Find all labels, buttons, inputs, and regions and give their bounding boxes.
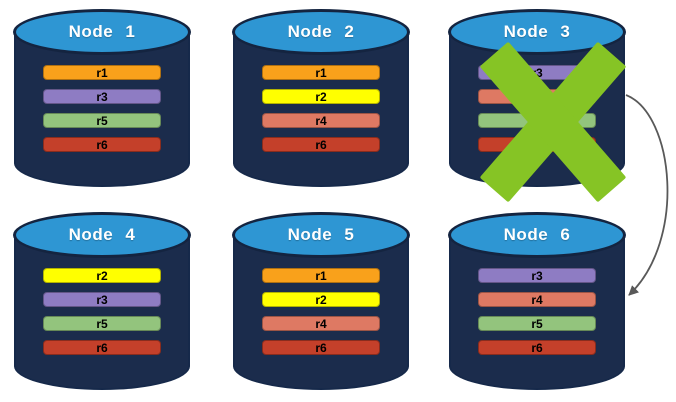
node-3-cylinder-top: Node 3	[448, 9, 626, 55]
replica-label: r6	[315, 340, 327, 355]
replica-bar-r2: r2	[262, 292, 380, 307]
replica-bar-r5: r5	[43, 316, 161, 331]
node-4-title: Node 4	[68, 225, 136, 244]
replica-bar-r5: r5	[478, 316, 596, 331]
node-3-title: Node 3	[503, 22, 571, 41]
failover-arrow-path	[625, 94, 669, 296]
node-1-cylinder-top: Node 1	[13, 9, 191, 55]
replica-bar-r3: r3	[478, 65, 596, 80]
replica-label: r3	[96, 292, 108, 307]
replica-label: r6	[531, 340, 543, 355]
replica-label: r4	[315, 113, 327, 128]
replica-bar-r5: r5	[43, 113, 161, 128]
replica-label: r6	[96, 340, 108, 355]
node-4-cylinder-top: Node 4	[13, 212, 191, 258]
node-2-title: Node 2	[287, 22, 355, 41]
replica-label: r5	[96, 316, 108, 331]
replica-bar-r1: r1	[262, 268, 380, 283]
node-2-cylinder-top: Node 2	[232, 9, 410, 55]
node-2-cylinder: Node 2 r1 r2 r4 r6	[232, 9, 410, 189]
replica-bar-r3: r3	[478, 268, 596, 283]
replica-label: r1	[96, 65, 108, 80]
node-5-replica-list: r1 r2 r4 r6	[262, 268, 380, 364]
replica-bar-r4: r4	[478, 89, 596, 104]
replica-bar-r3: r3	[43, 292, 161, 307]
replica-bar-r5: r5	[478, 113, 596, 128]
node-3-replica-list: r3 r4 r5 r6	[478, 65, 596, 161]
replica-label: r6	[315, 137, 327, 152]
replica-bar-r2: r2	[262, 89, 380, 104]
replica-label: r3	[531, 268, 543, 283]
node-4-replica-list: r2 r3 r5 r6	[43, 268, 161, 364]
node-4-cylinder-body	[14, 235, 190, 390]
replica-label: r1	[315, 65, 327, 80]
node-1-replica-list: r1 r3 r5 r6	[43, 65, 161, 161]
replica-label: r3	[531, 65, 543, 80]
replica-label: r5	[96, 113, 108, 128]
node-2-cylinder-body	[233, 32, 409, 187]
replica-label: r1	[315, 268, 327, 283]
node-5-cylinder: Node 5 r1 r2 r4 r6	[232, 212, 410, 392]
replica-bar-r4: r4	[262, 316, 380, 331]
replica-label: r4	[531, 89, 543, 104]
node-1-cylinder-body	[14, 32, 190, 187]
node-2-replica-list: r1 r2 r4 r6	[262, 65, 380, 161]
replica-bar-r6: r6	[478, 137, 596, 152]
replica-bar-r2: r2	[43, 268, 161, 283]
replica-label: r6	[96, 137, 108, 152]
node-6-replica-list: r3 r4 r5 r6	[478, 268, 596, 364]
replica-label: r2	[315, 89, 327, 104]
replica-label: r6	[531, 137, 543, 152]
replica-bar-r6: r6	[43, 340, 161, 355]
replica-bar-r6: r6	[43, 137, 161, 152]
node-6-title: Node 6	[503, 225, 571, 244]
node-6-cylinder: Node 6 r3 r4 r5 r6	[448, 212, 626, 392]
replica-bar-r4: r4	[262, 113, 380, 128]
replica-bar-r4: r4	[478, 292, 596, 307]
replica-bar-r6: r6	[262, 137, 380, 152]
replica-bar-r1: r1	[262, 65, 380, 80]
replica-label: r4	[315, 316, 327, 331]
node-1-cylinder: Node 1 r1 r3 r5 r6	[13, 9, 191, 189]
replica-label: r3	[96, 89, 108, 104]
node-5-cylinder-body	[233, 235, 409, 390]
node-4-cylinder: Node 4 r2 r3 r5 r6	[13, 212, 191, 392]
node-1-title: Node 1	[68, 22, 136, 41]
replica-label: r5	[531, 316, 543, 331]
replica-bar-r3: r3	[43, 89, 161, 104]
replica-bar-r1: r1	[43, 65, 161, 80]
replica-bar-r6: r6	[262, 340, 380, 355]
node-6-cylinder-body	[449, 235, 625, 390]
replica-label: r5	[531, 113, 543, 128]
replica-label: r4	[531, 292, 543, 307]
node-6-cylinder-top: Node 6	[448, 212, 626, 258]
replica-label: r2	[315, 292, 327, 307]
replica-label: r2	[96, 268, 108, 283]
node-5-cylinder-top: Node 5	[232, 212, 410, 258]
node-5-title: Node 5	[287, 225, 355, 244]
node-3-cylinder: Node 3 r3 r4 r5 r6	[448, 9, 627, 203]
replica-bar-r6: r6	[478, 340, 596, 355]
